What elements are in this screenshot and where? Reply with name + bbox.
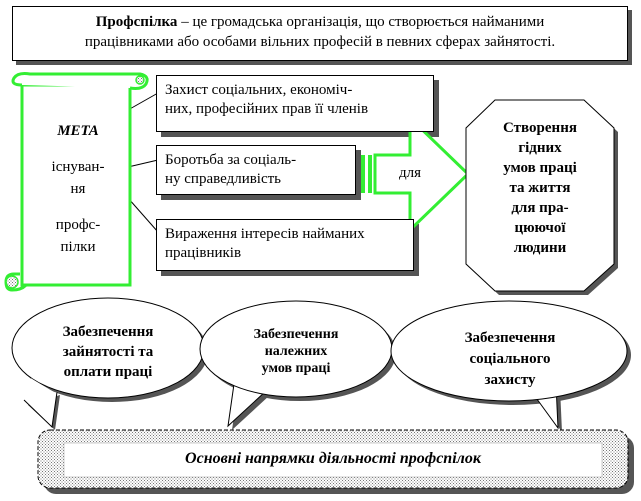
- result-line-1: Створення: [503, 120, 577, 136]
- scroll-text: МЕТА існуван- ня профс- пілки: [30, 120, 126, 258]
- goal-box-1: Захист соціальних, економіч- них, профес…: [156, 75, 434, 132]
- connector-line-3: [127, 197, 159, 233]
- goal-box-3: Вираження інтересів найманих працівників: [156, 219, 414, 271]
- scroll-line-2: існуван-: [51, 159, 105, 175]
- result-line-2: гідних: [518, 140, 562, 156]
- arrow-label: для: [398, 165, 422, 181]
- goal-3-line-2: працівників: [165, 245, 242, 261]
- definition-text-2: працівниками або особами вільних професі…: [84, 34, 556, 50]
- callout-2-line-2: належних: [264, 344, 328, 359]
- callout-3-line-3: захисту: [484, 372, 536, 388]
- callout-2-line-1: Забезпечення: [253, 327, 339, 342]
- callout-2: [199, 300, 396, 430]
- result-line-6: цюючої: [514, 220, 566, 236]
- scroll-line-3: ня: [70, 181, 86, 197]
- footer-label: Основні напрямки діяльності профспілок: [185, 450, 481, 467]
- callout-3: [390, 300, 631, 432]
- result-line-7: людини: [513, 240, 567, 256]
- scroll-line-5: пілки: [60, 239, 96, 255]
- definition-text-1: – це громадська організація, що створюєт…: [177, 14, 545, 30]
- callout-3-text: Забезпечення соціального захисту: [440, 328, 580, 391]
- goal-box-2: Боротьба за соціаль- ну справедливість: [156, 145, 356, 195]
- footer-banner: [37, 429, 634, 494]
- result-text: Створення гідних умов праці та життя для…: [480, 118, 600, 258]
- callout-3-line-1: Забезпечення: [464, 330, 556, 346]
- scroll-line-4: профс-: [55, 217, 101, 233]
- callout-2-line-3: умов праці: [261, 361, 331, 376]
- connector-line-2: [127, 159, 159, 168]
- connector-line-1: [127, 92, 159, 111]
- result-line-4: та життя: [509, 180, 571, 196]
- result-octagon: [465, 99, 615, 292]
- goal-1-line-2: них, професійних прав її членів: [165, 101, 369, 117]
- result-line-3: умов праці: [503, 160, 577, 176]
- callout-2-text: Забезпечення належних умов праці: [226, 326, 366, 377]
- definition-term: Профспілка: [95, 14, 178, 30]
- goal-1-line-1: Захист соціальних, економіч-: [165, 82, 353, 98]
- callout-3-line-2: соціального: [469, 351, 551, 367]
- callout-1-text: Забезпечення зайнятості та оплати праці: [38, 322, 178, 382]
- result-line-5: для пра-: [511, 200, 569, 216]
- definition-box: Профспілка – це громадська організація, …: [12, 6, 628, 61]
- callout-1-line-2: зайнятості та: [62, 344, 154, 360]
- right-arrow: [361, 114, 471, 234]
- scroll-goal-label: МЕТА: [57, 123, 99, 139]
- goal-3-line-1: Вираження інтересів найманих: [165, 226, 365, 242]
- goal-2-line-1: Боротьба за соціаль-: [165, 152, 297, 168]
- callout-1-line-3: оплати праці: [63, 364, 153, 380]
- goal-scroll: [4, 72, 149, 292]
- callout-1: [11, 297, 208, 430]
- goal-2-line-2: ну справедливість: [165, 171, 282, 187]
- callout-1-line-1: Забезпечення: [62, 324, 154, 340]
